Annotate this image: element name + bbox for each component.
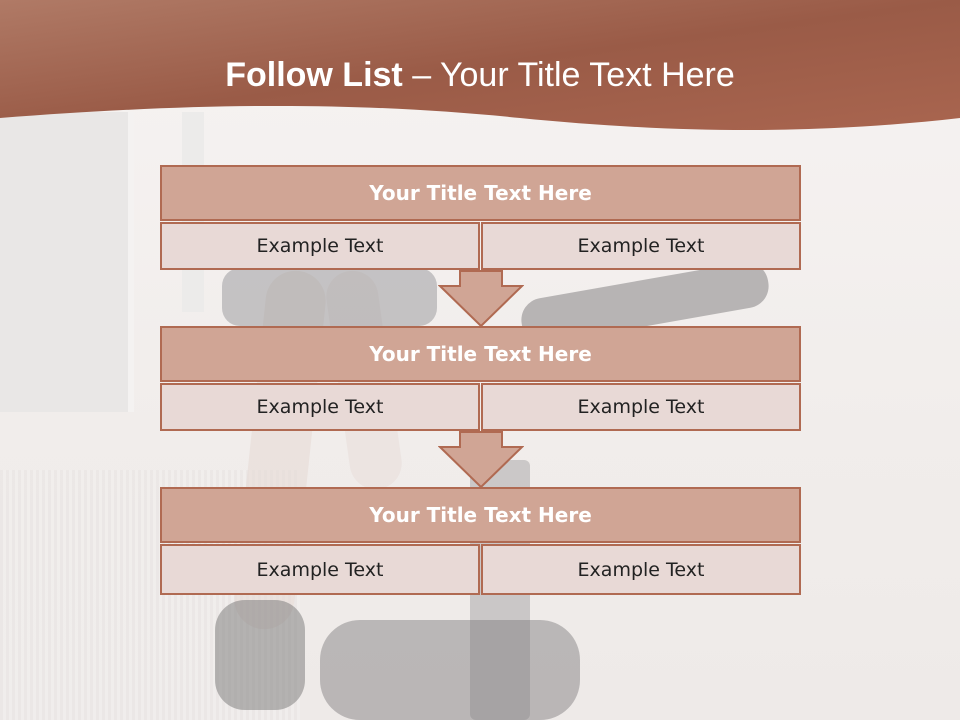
background-shorts (222, 268, 437, 326)
block-cell-left: Example Text (160, 222, 480, 270)
slide-title-bold: Follow List (225, 56, 413, 94)
slide-title-rest: – Your Title Text Here (412, 56, 735, 94)
block-cell-left: Example Text (160, 544, 480, 595)
block-cell-right: Example Text (481, 544, 801, 595)
title-banner (0, 0, 960, 130)
background-shoe (215, 600, 305, 710)
block-row: Example Text Example Text (160, 544, 801, 595)
block-cell-right: Example Text (481, 222, 801, 270)
block-header: Your Title Text Here (160, 326, 801, 382)
slide-title: Follow List – Your Title Text Here (0, 56, 960, 95)
block-header: Your Title Text Here (160, 487, 801, 543)
list-block: Your Title Text Here Example Text Exampl… (160, 165, 801, 270)
background-window (0, 112, 134, 412)
block-row: Example Text Example Text (160, 383, 801, 431)
block-header: Your Title Text Here (160, 165, 801, 221)
block-cell-right: Example Text (481, 383, 801, 431)
list-block: Your Title Text Here Example Text Exampl… (160, 487, 801, 595)
background-bike-base (320, 620, 580, 720)
block-row: Example Text Example Text (160, 222, 801, 270)
arrow-down-icon (438, 431, 524, 489)
block-cell-left: Example Text (160, 383, 480, 431)
list-block: Your Title Text Here Example Text Exampl… (160, 326, 801, 431)
arrow-down-icon (438, 270, 524, 328)
